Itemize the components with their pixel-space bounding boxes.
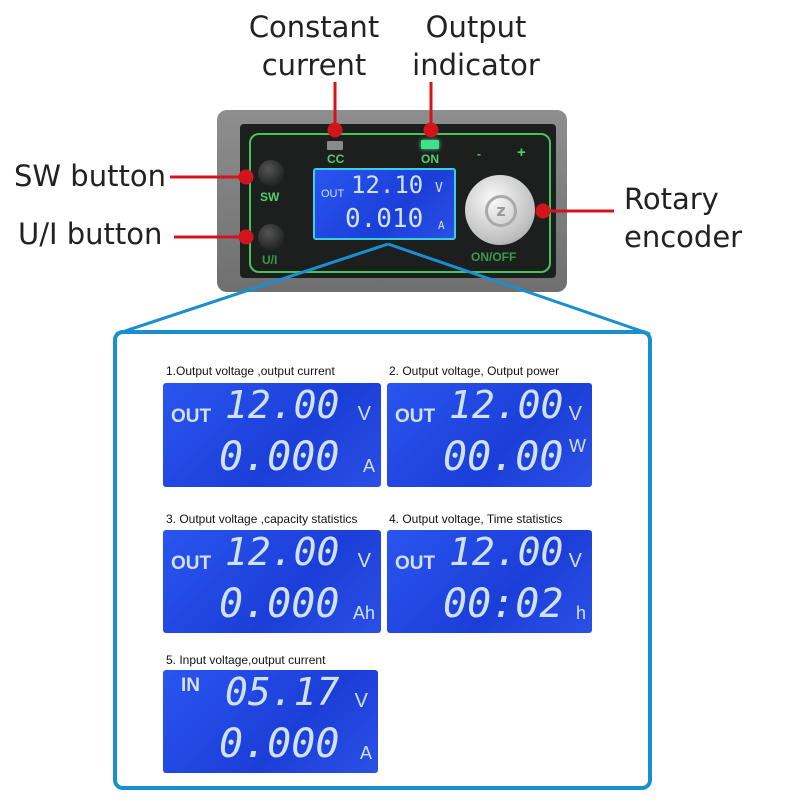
lcd-row1: 12.00	[449, 383, 564, 427]
callout-output-indicator: Output indicator	[396, 8, 556, 84]
lcd-tag: OUT	[395, 553, 436, 574]
lcd-unit1: V	[354, 690, 368, 712]
minus-label: -	[477, 147, 481, 161]
cc-label: CC	[327, 152, 345, 166]
lcd-unit2: A	[362, 456, 375, 476]
lcd-row2: 0.000	[219, 434, 340, 480]
sw-button[interactable]	[258, 160, 284, 186]
logo-icon: z	[485, 195, 517, 227]
lcd-tag: IN	[181, 675, 200, 696]
panel-frame	[249, 133, 551, 273]
callout-line1: Rotary	[624, 182, 719, 216]
callout-ui-button: U/I button	[18, 217, 163, 251]
lcd-unit2: Ah	[352, 603, 375, 623]
callout-line2: encoder	[624, 220, 743, 254]
lcd-row2: 00.00	[443, 434, 564, 480]
mode-5-title: 5. Input voltage,output current	[166, 653, 326, 667]
lcd-row1: 12.00	[225, 383, 340, 427]
mode-4-lcd: OUT 12.00 V 00:02 h	[387, 530, 592, 633]
ui-button[interactable]	[258, 224, 284, 250]
lcd-row1: 12.00	[449, 530, 564, 574]
lcd-row1: 12.00	[225, 530, 340, 574]
callout-line1: Constant	[248, 10, 380, 44]
callout-rotary-encoder: Rotary encoder	[624, 180, 742, 256]
display-modes-frame	[113, 330, 652, 790]
on-indicator	[421, 140, 439, 149]
callout-sw-button: SW button	[14, 159, 166, 193]
lcd-unit2: h	[575, 603, 586, 623]
callout-line2: current	[261, 48, 367, 82]
callout-constant-current: Constant current	[235, 8, 393, 84]
lcd-current: 0.010	[345, 204, 424, 234]
lcd-unit1: V	[568, 403, 582, 425]
mode-5-lcd: IN 05.17 V 0.000 A	[163, 670, 378, 773]
lcd-unit-current: A	[438, 219, 445, 232]
lcd-unit1: V	[357, 550, 371, 572]
plus-label: +	[517, 144, 526, 161]
on-label: ON	[421, 152, 439, 166]
lcd-voltage: 12.10	[351, 171, 424, 199]
mode-4-title: 4. Output voltage, Time statistics	[389, 512, 563, 526]
callout-line1: Output	[425, 10, 527, 44]
lcd-row2: 00:02	[443, 581, 564, 627]
lcd-unit1: V	[357, 403, 371, 425]
lcd-unit1: V	[568, 550, 582, 572]
sw-label: SW	[260, 190, 280, 204]
mode-1-lcd: OUT 12.00 V 0.000 A	[163, 383, 381, 487]
lcd-tag: OUT	[395, 406, 436, 427]
lcd-unit2: A	[359, 743, 372, 763]
mode-2-lcd: OUT 12.00 V 00.00 W	[387, 383, 592, 487]
mode-3-lcd: OUT 12.00 V 0.000 Ah	[163, 530, 381, 633]
mode-2-title: 2. Output voltage, Output power	[389, 364, 560, 378]
lcd-row2: 0.000	[219, 721, 340, 767]
lcd-tag: OUT	[171, 406, 212, 427]
cc-indicator	[327, 141, 343, 150]
onoff-label: ON/OFF	[471, 250, 517, 264]
lcd-row1: 05.17	[225, 670, 340, 714]
rotary-encoder-knob[interactable]: z	[465, 175, 535, 245]
lcd-unit2: W	[569, 436, 586, 456]
mode-3-title: 3. Output voltage ,capacity statistics	[166, 512, 358, 526]
lcd-unit-voltage: V	[435, 181, 443, 196]
lcd-tag: OUT	[171, 553, 212, 574]
device-lcd: OUT 12.10 V 0.010 A	[313, 168, 456, 240]
mode-1-title: 1.Output voltage ,output current	[166, 364, 335, 378]
lcd-row2: 0.000	[219, 581, 340, 627]
lcd-tag: OUT	[321, 188, 345, 200]
callout-line2: indicator	[412, 48, 540, 82]
ui-label: U/I	[262, 253, 278, 267]
